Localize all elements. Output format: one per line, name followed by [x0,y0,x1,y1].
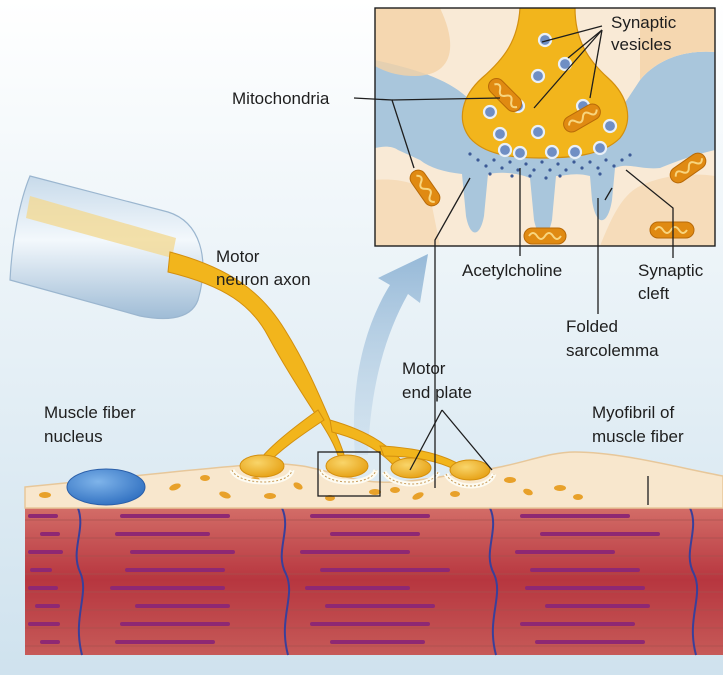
label-motor-end-plate-line2: end plate [402,383,472,402]
label-muscle-fiber-nucleus-line1: Muscle fiber [44,403,136,422]
label-motor-end-plate-line1: Motor [402,359,446,378]
muscle-fiber [25,505,723,655]
label-synaptic-vesicles-line2: vesicles [611,35,671,54]
label-acetylcholine: Acetylcholine [462,261,562,280]
label-motor-neuron-axon-line2: neuron axon [216,270,311,289]
label-synaptic-vesicles-line1: Synaptic [611,13,677,32]
label-synaptic-cleft-line2: cleft [638,284,669,303]
label-mitochondria: Mitochondria [232,89,330,108]
label-motor-neuron-axon-line1: Motor [216,247,260,266]
label-synaptic-cleft-line1: Synaptic [638,261,704,280]
label-myofibril-line2: muscle fiber [592,427,684,446]
label-folded-sarcolemma-line1: Folded [566,317,618,336]
label-muscle-fiber-nucleus-line2: nucleus [44,427,103,446]
label-myofibril-line1: Myofibril of [592,403,674,422]
muscle-fiber-nucleus [67,469,145,505]
label-folded-sarcolemma-line2: sarcolemma [566,341,659,360]
